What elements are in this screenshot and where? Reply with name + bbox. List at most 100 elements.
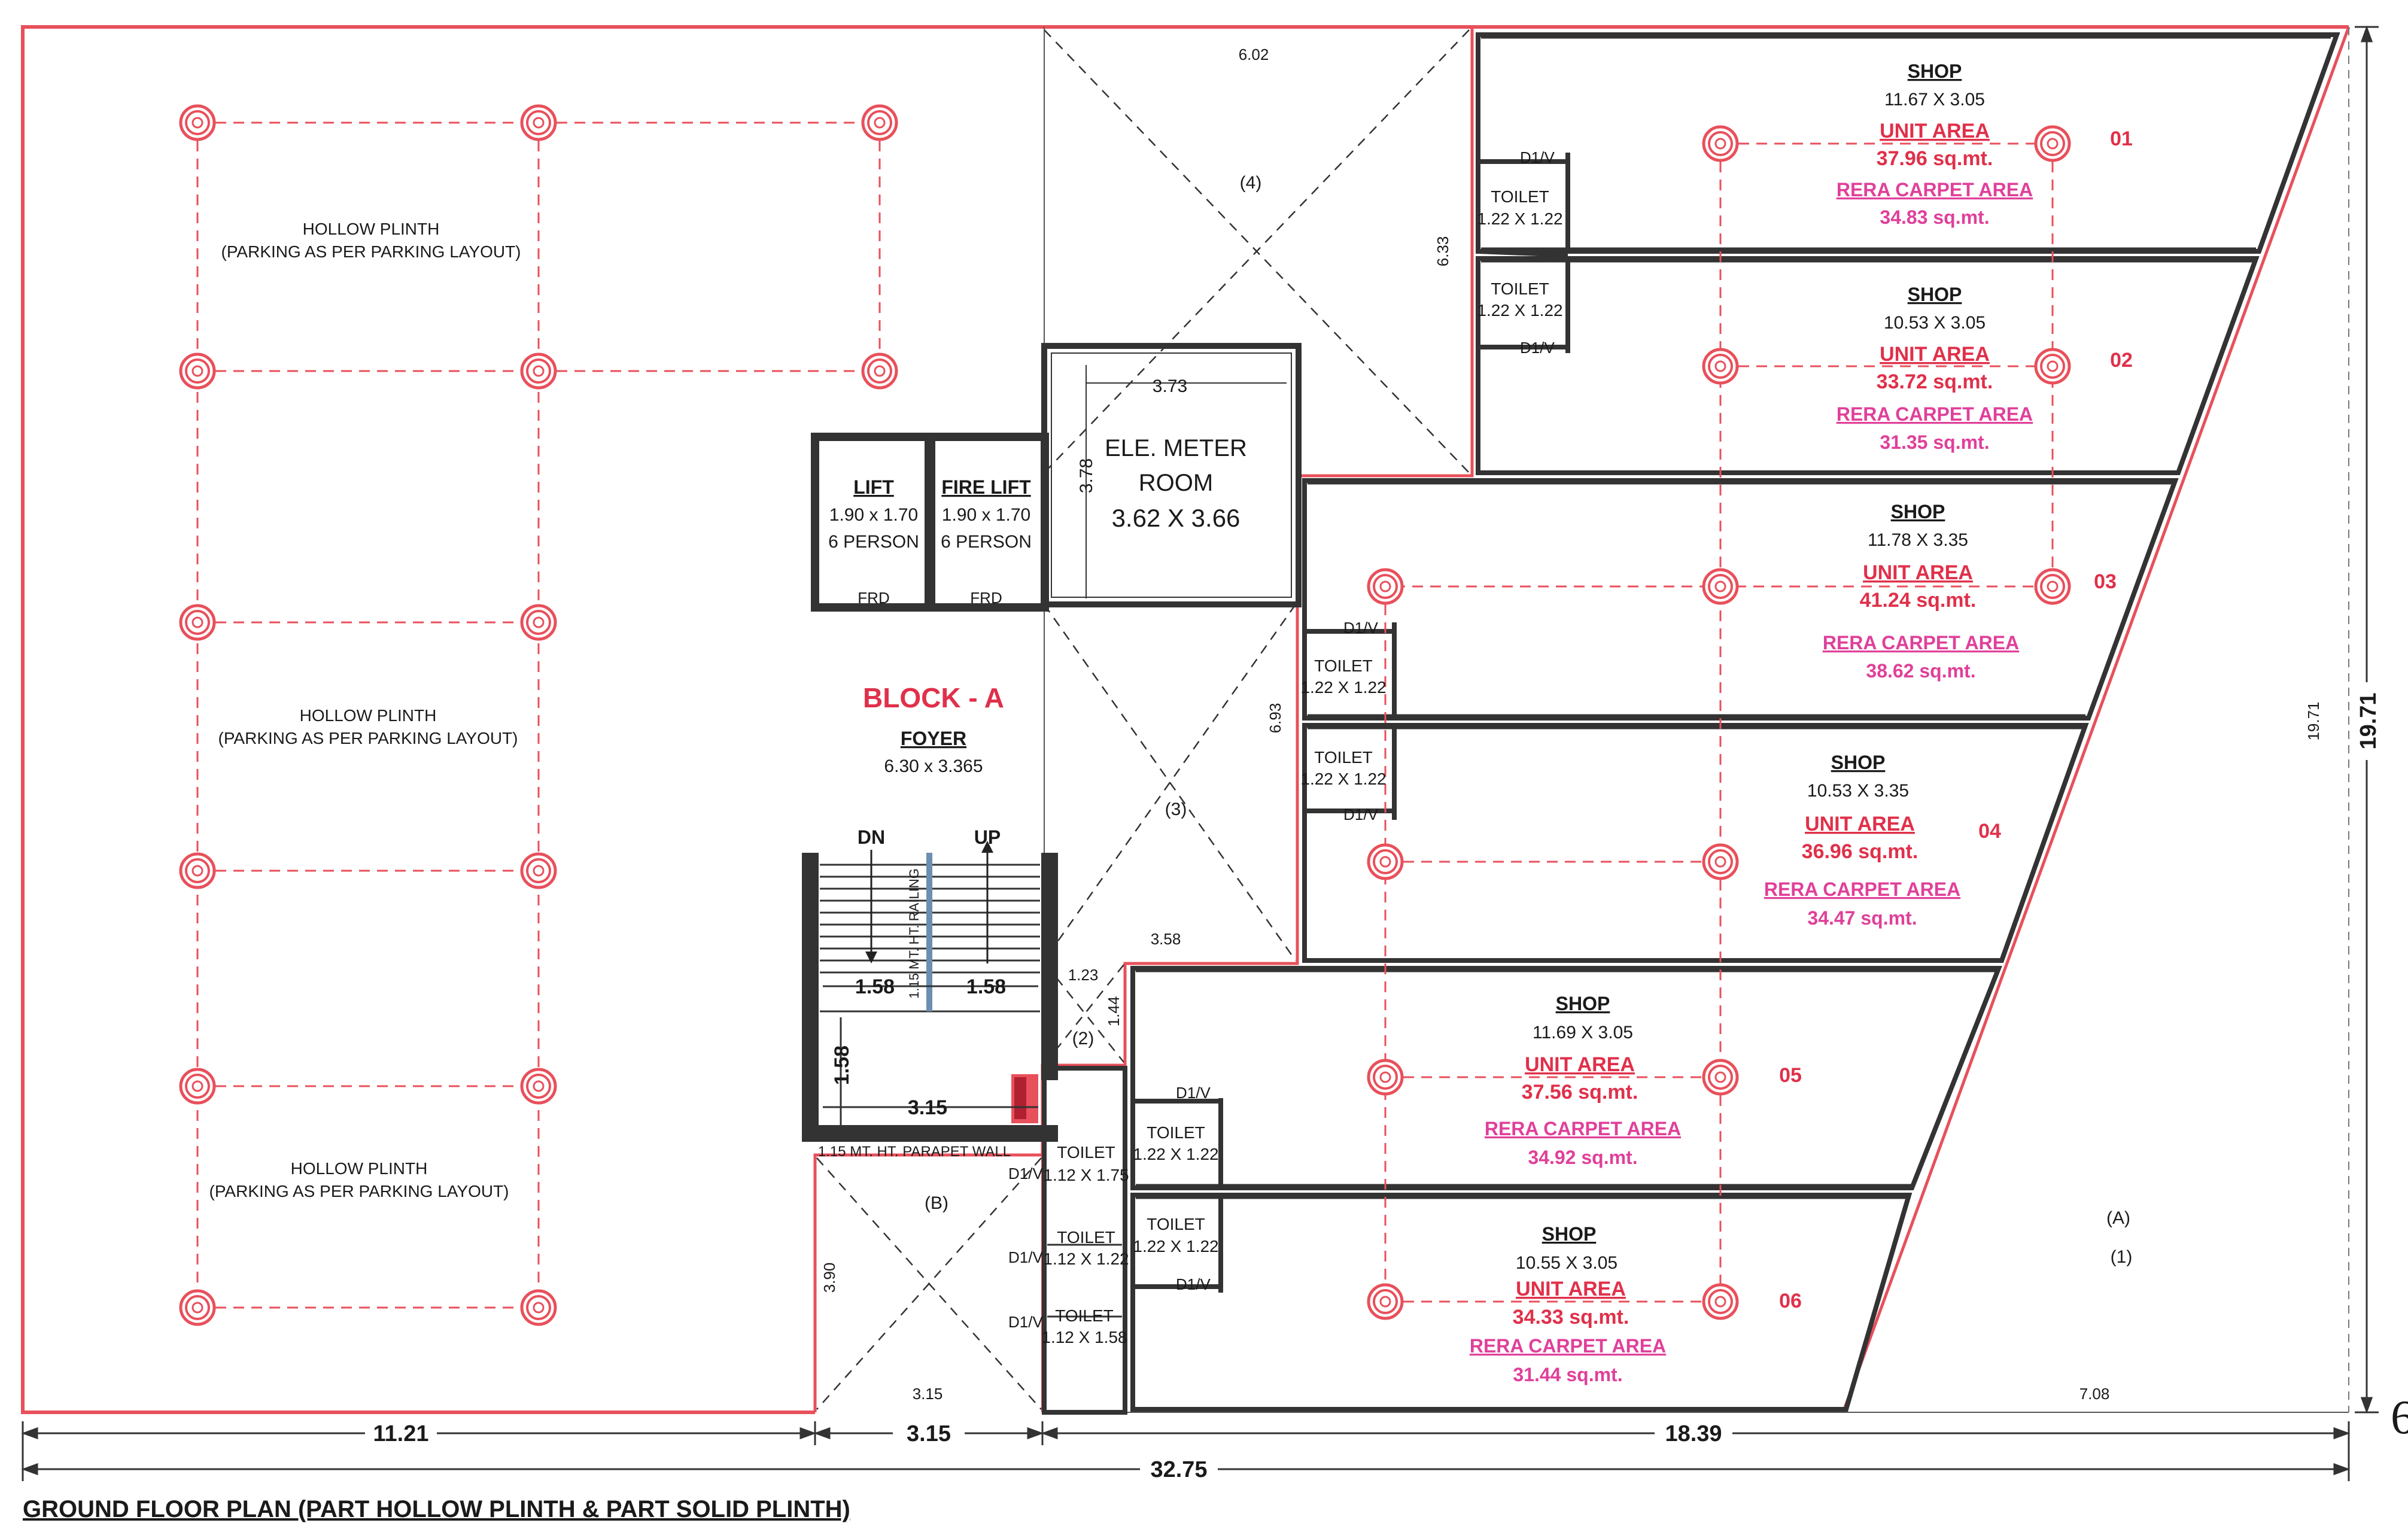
plan-title: GROUND FLOOR PLAN (PART HOLLOW PLINTH & …: [23, 1496, 850, 1522]
hollow-note-3: (PARKING AS PER PARKING LAYOUT): [209, 1182, 509, 1200]
meter-label-2: ROOM: [1139, 470, 1213, 496]
shop-walls: [1042, 32, 2340, 1415]
shop-06-ua-label: UNIT AREA: [1516, 1278, 1626, 1300]
shop-03-size: 11.78 X 3.35: [1868, 530, 1968, 550]
shop-01-size: 11.67 X 3.05: [1884, 90, 1985, 110]
shop-01-rc-label: RERA CARPET AREA: [1837, 179, 2033, 200]
toilet-partitions: [1133, 153, 1570, 1293]
toilet-4-label: TOILET: [1314, 748, 1373, 767]
shop-05-ua-label: UNIT AREA: [1525, 1053, 1635, 1076]
mark-4: (4): [1240, 173, 1262, 193]
toilet-3-label: TOILET: [1314, 656, 1373, 675]
dim-1-23: 1.23: [1068, 966, 1099, 984]
toilet-2-size: 1.22 X 1.22: [1477, 301, 1562, 320]
dim-3-90: 3.90: [820, 1263, 838, 1293]
meter-room: [1041, 343, 1302, 607]
stair-landing: 1.58: [831, 1045, 853, 1085]
dim-7-08: 7.08: [2079, 1385, 2110, 1403]
meter-size: 3.62 X 3.66: [1112, 504, 1241, 532]
toilet-1-label: TOILET: [1491, 187, 1549, 206]
mark-a: (A): [2106, 1208, 2130, 1228]
toilet-8-label: TOILET: [1057, 1228, 1115, 1247]
shop-03-ua: 41.24 sq.mt.: [1860, 589, 1977, 612]
toilet-9-label: TOILET: [1055, 1306, 1114, 1325]
shop-04-size: 10.53 X 3.35: [1807, 781, 1909, 801]
shop-03-rc: 38.62 sq.mt.: [1866, 660, 1975, 682]
dim-1-44: 1.44: [1105, 996, 1123, 1027]
shop-05-rc: 34.92 sq.mt.: [1528, 1147, 1637, 1168]
foyer-size: 6.30 x 3.365: [884, 756, 983, 776]
door-tag-2: D1/V: [1520, 339, 1555, 357]
dim-6-93: 6.93: [1266, 703, 1284, 734]
fire-lift-frd: FRD: [970, 589, 1002, 607]
dim-3-15: 3.15: [907, 1421, 951, 1446]
dim-edge: 6: [2391, 1391, 2408, 1444]
stair-width-3: 3.15: [908, 1096, 947, 1119]
meter-width: 3.73: [1153, 376, 1187, 396]
fire-lift-capacity: 6 PERSON: [941, 532, 1032, 552]
shop-06-label: SHOP: [1542, 1223, 1597, 1245]
toilet-6-size: 1.22 X 1.22: [1133, 1237, 1218, 1256]
stair-dn: DN: [858, 826, 885, 848]
toilet-7-label: TOILET: [1057, 1143, 1115, 1162]
mark-b: (B): [925, 1193, 948, 1213]
dim-top: 6.02: [1239, 45, 1269, 63]
staircase: [802, 841, 1058, 1142]
shop-03-label: SHOP: [1891, 501, 1945, 522]
door-tag-6: D1/V: [1176, 1275, 1211, 1293]
shop-01-ua-label: UNIT AREA: [1880, 120, 1990, 142]
toilet-5-label: TOILET: [1147, 1123, 1205, 1142]
dim-19-71: 19.71: [2356, 692, 2381, 749]
dim-19-71-inner: 19.71: [2304, 701, 2322, 740]
shop-06-rc: 31.44 sq.mt.: [1513, 1364, 1622, 1385]
meter-height: 3.78: [1077, 458, 1096, 493]
door-tag-4: D1/V: [1343, 805, 1378, 823]
block-name: BLOCK - A: [863, 682, 1004, 713]
toilet-8-size: 1.12 X 1.22: [1043, 1250, 1129, 1268]
toilet-9-size: 1.12 X 1.58: [1041, 1328, 1127, 1346]
shop-06-ua: 34.33 sq.mt.: [1513, 1306, 1629, 1329]
shop-01-label: SHOP: [1908, 60, 1962, 82]
stair-up: UP: [974, 826, 1001, 848]
dim-3-15-inner: 3.15: [913, 1385, 943, 1403]
shop-05-rc-label: RERA CARPET AREA: [1485, 1118, 1681, 1139]
hollow-label-2: HOLLOW PLINTH: [300, 706, 437, 725]
hollow-label-3: HOLLOW PLINTH: [291, 1159, 428, 1178]
shop-06-number: 06: [1779, 1290, 1802, 1312]
shop-03-rc-label: RERA CARPET AREA: [1823, 632, 2019, 653]
shop-06-size: 10.55 X 3.05: [1516, 1253, 1618, 1273]
shop-04-rc: 34.47 sq.mt.: [1807, 907, 1917, 929]
stair-width-2: 1.58: [966, 975, 1006, 998]
mark-3: (3): [1165, 800, 1187, 819]
parapet-note: 1.15 MT. HT. PARAPET WALL: [818, 1144, 1011, 1160]
shop-02-ua: 33.72 sq.mt.: [1877, 370, 1993, 393]
stair-railing: 1.15 MT. HT. RAILING: [907, 868, 922, 999]
shop-02-size: 10.53 X 3.05: [1884, 313, 1986, 333]
mark-1: (1): [2111, 1247, 2133, 1267]
shop-04-rc-label: RERA CARPET AREA: [1764, 879, 1960, 900]
shop-column-grid: [1376, 142, 2054, 1303]
shop-inner-walls: [1047, 37, 2331, 1318]
shop-01-ua: 37.96 sq.mt.: [1877, 147, 1993, 170]
door-tag-7: D1/V: [1008, 1165, 1043, 1183]
toilet-1-size: 1.22 X 1.22: [1477, 209, 1562, 228]
stair-width-1: 1.58: [855, 975, 895, 998]
door-tag-3: D1/V: [1343, 619, 1378, 637]
shop-column-markers: [1369, 127, 2069, 1318]
mark-2: (2): [1072, 1029, 1094, 1048]
toilet-7-size: 1.12 X 1.75: [1043, 1166, 1129, 1184]
plot-boundary-right: [1841, 26, 2351, 1413]
shop-04-label: SHOP: [1831, 752, 1886, 773]
foyer-label: FOYER: [901, 728, 966, 749]
toilet-2-label: TOILET: [1491, 279, 1549, 298]
lift-capacity: 6 PERSON: [828, 532, 919, 552]
shop-01-number: 01: [2110, 127, 2133, 150]
toilet-4-size: 1.22 X 1.22: [1300, 770, 1386, 788]
toilet-6-label: TOILET: [1147, 1215, 1205, 1233]
shop-04-ua-label: UNIT AREA: [1805, 813, 1915, 835]
dim-32-75: 32.75: [1150, 1457, 1207, 1482]
fire-lift-size: 1.90 x 1.70: [942, 505, 1030, 525]
dim-3-58: 3.58: [1151, 930, 1181, 948]
door-tag-8: D1/V: [1008, 1248, 1043, 1266]
void-crosses: [816, 29, 1470, 1410]
